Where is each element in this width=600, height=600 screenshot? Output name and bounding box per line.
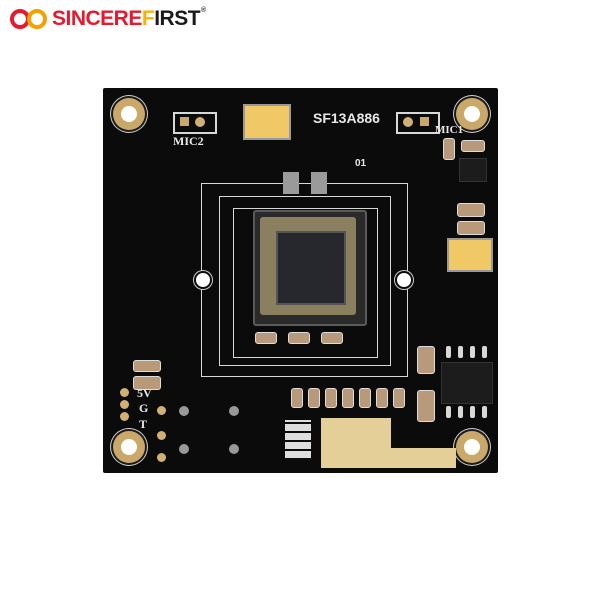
smd-pad xyxy=(283,172,299,194)
pin-label-5v: 5V xyxy=(137,386,152,400)
gold-plated-area xyxy=(321,418,391,468)
smd-capacitor xyxy=(255,332,277,344)
brand-logo: SINCEREFIRST® xyxy=(10,6,206,32)
infinity-logo-icon xyxy=(10,9,47,29)
pcb-board: MIC2 SF13A886 MIC1 01 xyxy=(103,88,498,473)
smd-capacitor xyxy=(376,388,388,408)
ref-01-label: 01 xyxy=(355,158,367,169)
image-sensor-die xyxy=(276,231,346,305)
image-sensor-bond-ring xyxy=(260,217,356,315)
mic1-pad xyxy=(403,117,413,127)
model-label: SF13A886 xyxy=(313,110,380,126)
test-pad xyxy=(157,453,166,462)
ic-pin xyxy=(446,406,451,418)
flash-memory-ic xyxy=(441,362,493,404)
via-pad xyxy=(229,406,239,416)
brand-name-prefix: SINCERE xyxy=(52,7,142,30)
gold-plated-area xyxy=(391,448,456,468)
smd-capacitor xyxy=(325,388,337,408)
ic-pin xyxy=(458,346,463,358)
smd-capacitor xyxy=(359,388,371,408)
smd-capacitor xyxy=(342,388,354,408)
smd-capacitor xyxy=(457,221,485,235)
ic-pin xyxy=(470,346,475,358)
smd-capacitor xyxy=(461,140,485,152)
smd-capacitor xyxy=(457,203,485,217)
mic2-label: MIC2 xyxy=(173,134,204,148)
tantalum-capacitor xyxy=(447,238,493,272)
test-pad xyxy=(157,406,166,415)
smd-capacitor xyxy=(291,388,303,408)
header-pad xyxy=(120,412,129,421)
ic-pin xyxy=(470,406,475,418)
via-pad xyxy=(179,444,189,454)
ic-pin xyxy=(482,406,487,418)
smd-capacitor xyxy=(417,390,435,422)
brand-name: SINCEREFIRST® xyxy=(52,7,206,31)
pin-label-t: T xyxy=(139,417,148,431)
image-sensor-package xyxy=(253,210,367,326)
brand-name-mid: F xyxy=(141,7,155,30)
mounting-hole-top-left xyxy=(113,98,145,130)
header-pad xyxy=(120,388,129,397)
silk-outline-inner xyxy=(233,208,378,358)
sensor-mount-hole-left xyxy=(196,273,210,287)
smd-pad-array xyxy=(285,420,311,460)
via-pad xyxy=(229,444,239,454)
mic1-connector-outline xyxy=(396,112,440,134)
smd-capacitor xyxy=(308,388,320,408)
mic2-pad xyxy=(195,117,205,127)
mic2-pad xyxy=(180,117,189,126)
smd-pad xyxy=(311,172,327,194)
ic-pin xyxy=(446,346,451,358)
smd-capacitor xyxy=(393,388,405,408)
mounting-hole-bottom-right xyxy=(456,431,488,463)
mic1-pad xyxy=(420,117,429,126)
test-pad xyxy=(157,431,166,440)
ic-pin xyxy=(458,406,463,418)
smd-capacitor xyxy=(288,332,310,344)
smd-capacitor xyxy=(443,138,455,160)
mounting-hole-bottom-left xyxy=(113,431,145,463)
tantalum-capacitor xyxy=(243,104,291,140)
smd-capacitor xyxy=(321,332,343,344)
silk-outline-mid xyxy=(219,196,391,366)
mounting-hole-top-right xyxy=(456,98,488,130)
mic2-connector-outline xyxy=(173,112,217,134)
smd-capacitor xyxy=(133,360,161,372)
smd-capacitor xyxy=(133,376,161,390)
mic1-label: MIC1 xyxy=(435,124,464,136)
registered-mark: ® xyxy=(201,7,206,14)
ic-pin xyxy=(482,346,487,358)
header-pad xyxy=(120,400,129,409)
small-ic xyxy=(459,158,487,182)
pin-label-g: G xyxy=(139,401,149,415)
brand-name-suffix: IRST xyxy=(154,7,201,30)
smd-capacitor xyxy=(417,346,435,374)
sensor-mount-hole-right xyxy=(397,273,411,287)
via-pad xyxy=(179,406,189,416)
